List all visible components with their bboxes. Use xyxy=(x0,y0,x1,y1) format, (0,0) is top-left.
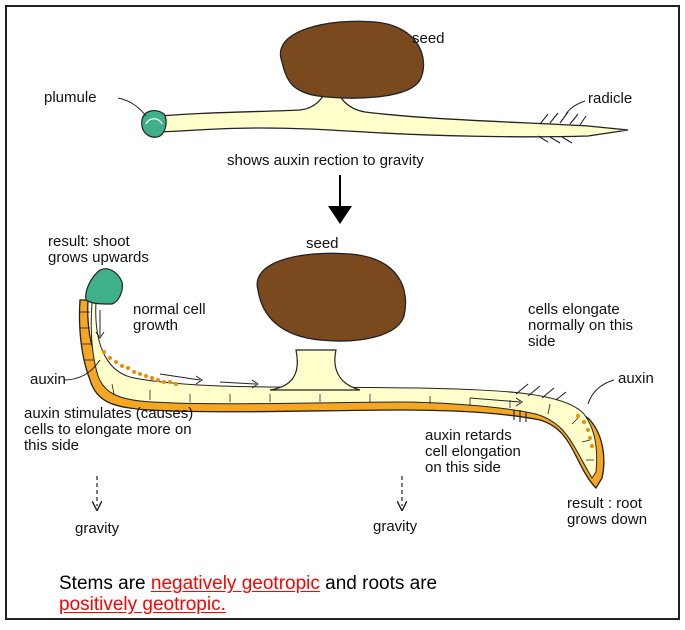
gravity-left-label: gravity xyxy=(75,521,119,537)
auxin-left-label: auxin xyxy=(30,372,66,388)
auxin-right-pointer xyxy=(588,380,614,404)
main-down-arrow xyxy=(328,175,352,224)
bottom-hypocotyl xyxy=(270,350,360,390)
shoot-tip xyxy=(86,269,123,304)
bottom-seed-label: seed xyxy=(306,236,339,252)
stimulates-label: auxin stimulates (causes) cells to elong… xyxy=(24,406,193,454)
normal-growth-label: normal cell growth xyxy=(133,302,206,334)
plumule-pointer xyxy=(118,98,146,116)
cells-elongate-label: cells elongate normally on this side xyxy=(528,302,633,350)
arrow-caption: shows auxin rection to gravity xyxy=(227,153,424,169)
caption-part-2: and roots are xyxy=(320,573,437,594)
bottom-seed xyxy=(257,253,405,341)
retards-label: auxin retards cell elongation on this si… xyxy=(425,428,521,476)
caption-line-1: Stems are negatively geotropic and roots… xyxy=(59,573,437,594)
top-seed-label: seed xyxy=(412,31,445,47)
auxin-right-label: auxin xyxy=(618,371,654,387)
radicle-label: radicle xyxy=(588,91,632,107)
top-seed xyxy=(280,21,423,98)
shoot-result-label: result: shoot grows upwards xyxy=(48,234,149,266)
caption-part-1: Stems are xyxy=(59,573,151,594)
gravity-arrows xyxy=(97,476,402,506)
gravity-mid-label: gravity xyxy=(373,519,417,535)
top-seedling xyxy=(118,21,628,143)
caption-positively-geotropic: positively geotropic. xyxy=(59,594,226,615)
caption-negatively-geotropic: negatively geotropic xyxy=(151,573,320,594)
plumule-label: plumule xyxy=(44,90,97,106)
root-result-label: result : root grows down xyxy=(567,496,647,528)
caption-line-2: positively geotropic. xyxy=(59,594,226,615)
radicle-pointer xyxy=(566,101,585,114)
